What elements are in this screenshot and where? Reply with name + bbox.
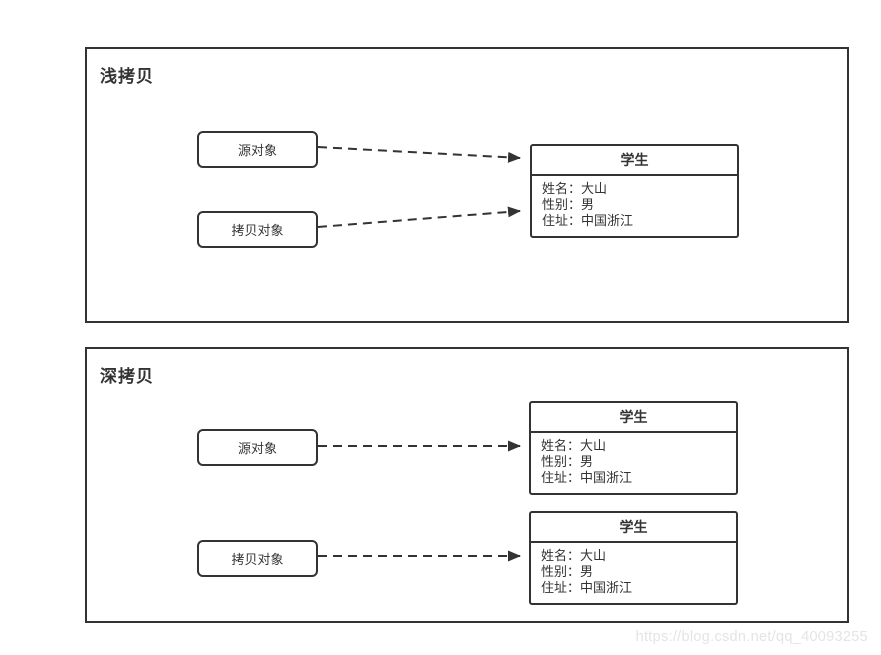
student-field-address: 住址：中国浙江 xyxy=(541,470,633,485)
deep-source-object-label: 源对象 xyxy=(237,441,277,456)
deep-source-object-box: 源对象 xyxy=(197,429,318,466)
student-field-name: 姓名：大山 xyxy=(541,548,607,563)
student-field-gender: 性别：男 xyxy=(542,197,595,212)
panel-title-shallow-copy: 浅拷贝 xyxy=(100,67,154,86)
deep-student-source-body: 姓名：大山 性别：男 住址：中国浙江 xyxy=(531,433,736,493)
deep-student-box-source: 学生 姓名：大山 性别：男 住址：中国浙江 xyxy=(529,401,738,495)
shallow-source-object-label: 源对象 xyxy=(237,143,277,158)
student-field-gender: 性别：男 xyxy=(541,564,594,579)
shallow-student-box: 学生 姓名：大山 性别：男 住址：中国浙江 xyxy=(530,144,739,238)
student-field-address: 住址：中国浙江 xyxy=(541,580,633,595)
panel-shallow-copy: 浅拷贝 源对象 拷贝对象 学生 姓名：大山 性别：男 住址：中国浙江 xyxy=(85,47,849,323)
panel-title-deep-copy: 深拷贝 xyxy=(100,367,154,386)
student-field-address: 住址：中国浙江 xyxy=(542,213,634,228)
csdn-watermark: https://blog.csdn.net/qq_40093255 xyxy=(635,629,868,645)
deep-student-box-copy: 学生 姓名：大山 性别：男 住址：中国浙江 xyxy=(529,511,738,605)
student-field-name: 姓名：大山 xyxy=(542,181,608,196)
deep-student-copy-body: 姓名：大山 性别：男 住址：中国浙江 xyxy=(531,543,736,603)
panel-deep-copy: 深拷贝 源对象 拷贝对象 学生 姓名：大山 性别：男 住址：中国浙江 学生 姓名… xyxy=(85,347,849,623)
student-field-gender: 性别：男 xyxy=(541,454,594,469)
shallow-copy-object-label: 拷贝对象 xyxy=(231,223,284,238)
shallow-student-body: 姓名：大山 性别：男 住址：中国浙江 xyxy=(532,176,737,236)
deep-student-source-title: 学生 xyxy=(531,403,736,433)
deep-copy-object-box: 拷贝对象 xyxy=(197,540,318,577)
shallow-source-object-box: 源对象 xyxy=(197,131,318,168)
deep-student-copy-title: 学生 xyxy=(531,513,736,543)
student-field-name: 姓名：大山 xyxy=(541,438,607,453)
deep-copy-object-label: 拷贝对象 xyxy=(231,552,284,567)
shallow-copy-object-box: 拷贝对象 xyxy=(197,211,318,248)
shallow-student-title: 学生 xyxy=(532,146,737,176)
